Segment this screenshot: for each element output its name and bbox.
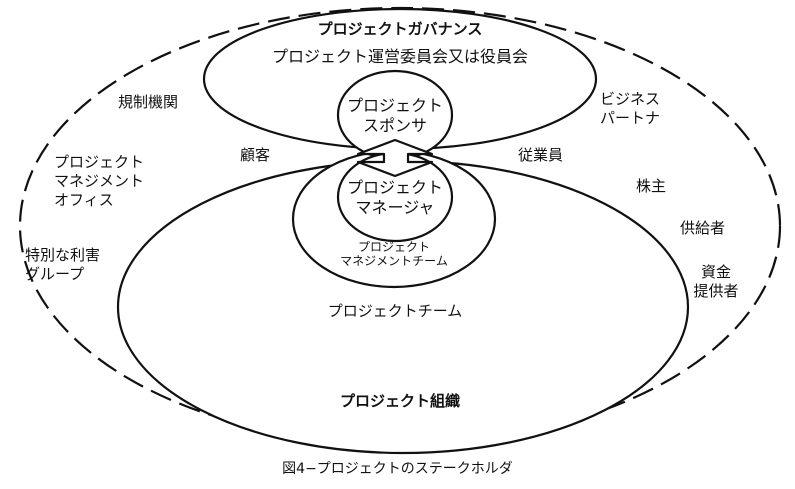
customer-label: 顧客: [240, 146, 271, 164]
pmo-label: プロジェクト マネジメント オフィス: [54, 153, 145, 209]
figure-caption: 図4−プロジェクトのステークホルダ: [282, 461, 513, 477]
sponsor-manager-connector: [356, 138, 434, 178]
regulators-label: 規制機関: [118, 93, 179, 111]
shareholders-label: 株主: [636, 177, 667, 195]
pm-team-label: プロジェクト マネジメントチーム: [340, 240, 448, 269]
project-team-label: プロジェクトチーム: [327, 302, 463, 320]
employees-label: 従業員: [518, 146, 564, 164]
business-partners-label: ビジネス パートナ: [600, 90, 661, 127]
governance-subtitle: プロジェクト運営委員会又は役員会: [271, 47, 528, 66]
governance-title: プロジェクトガバナンス: [317, 20, 483, 38]
suppliers-label: 供給者: [680, 219, 726, 237]
funders-label: 資金 提供者: [693, 263, 739, 300]
sponsor-label: プロジェクト スポンサ: [346, 96, 443, 135]
manager-label: プロジェクト マネージャ: [346, 178, 443, 217]
special-interest-label: 特別な利害 グループ: [25, 246, 101, 283]
project-organization-label: プロジェクト組織: [339, 392, 460, 410]
